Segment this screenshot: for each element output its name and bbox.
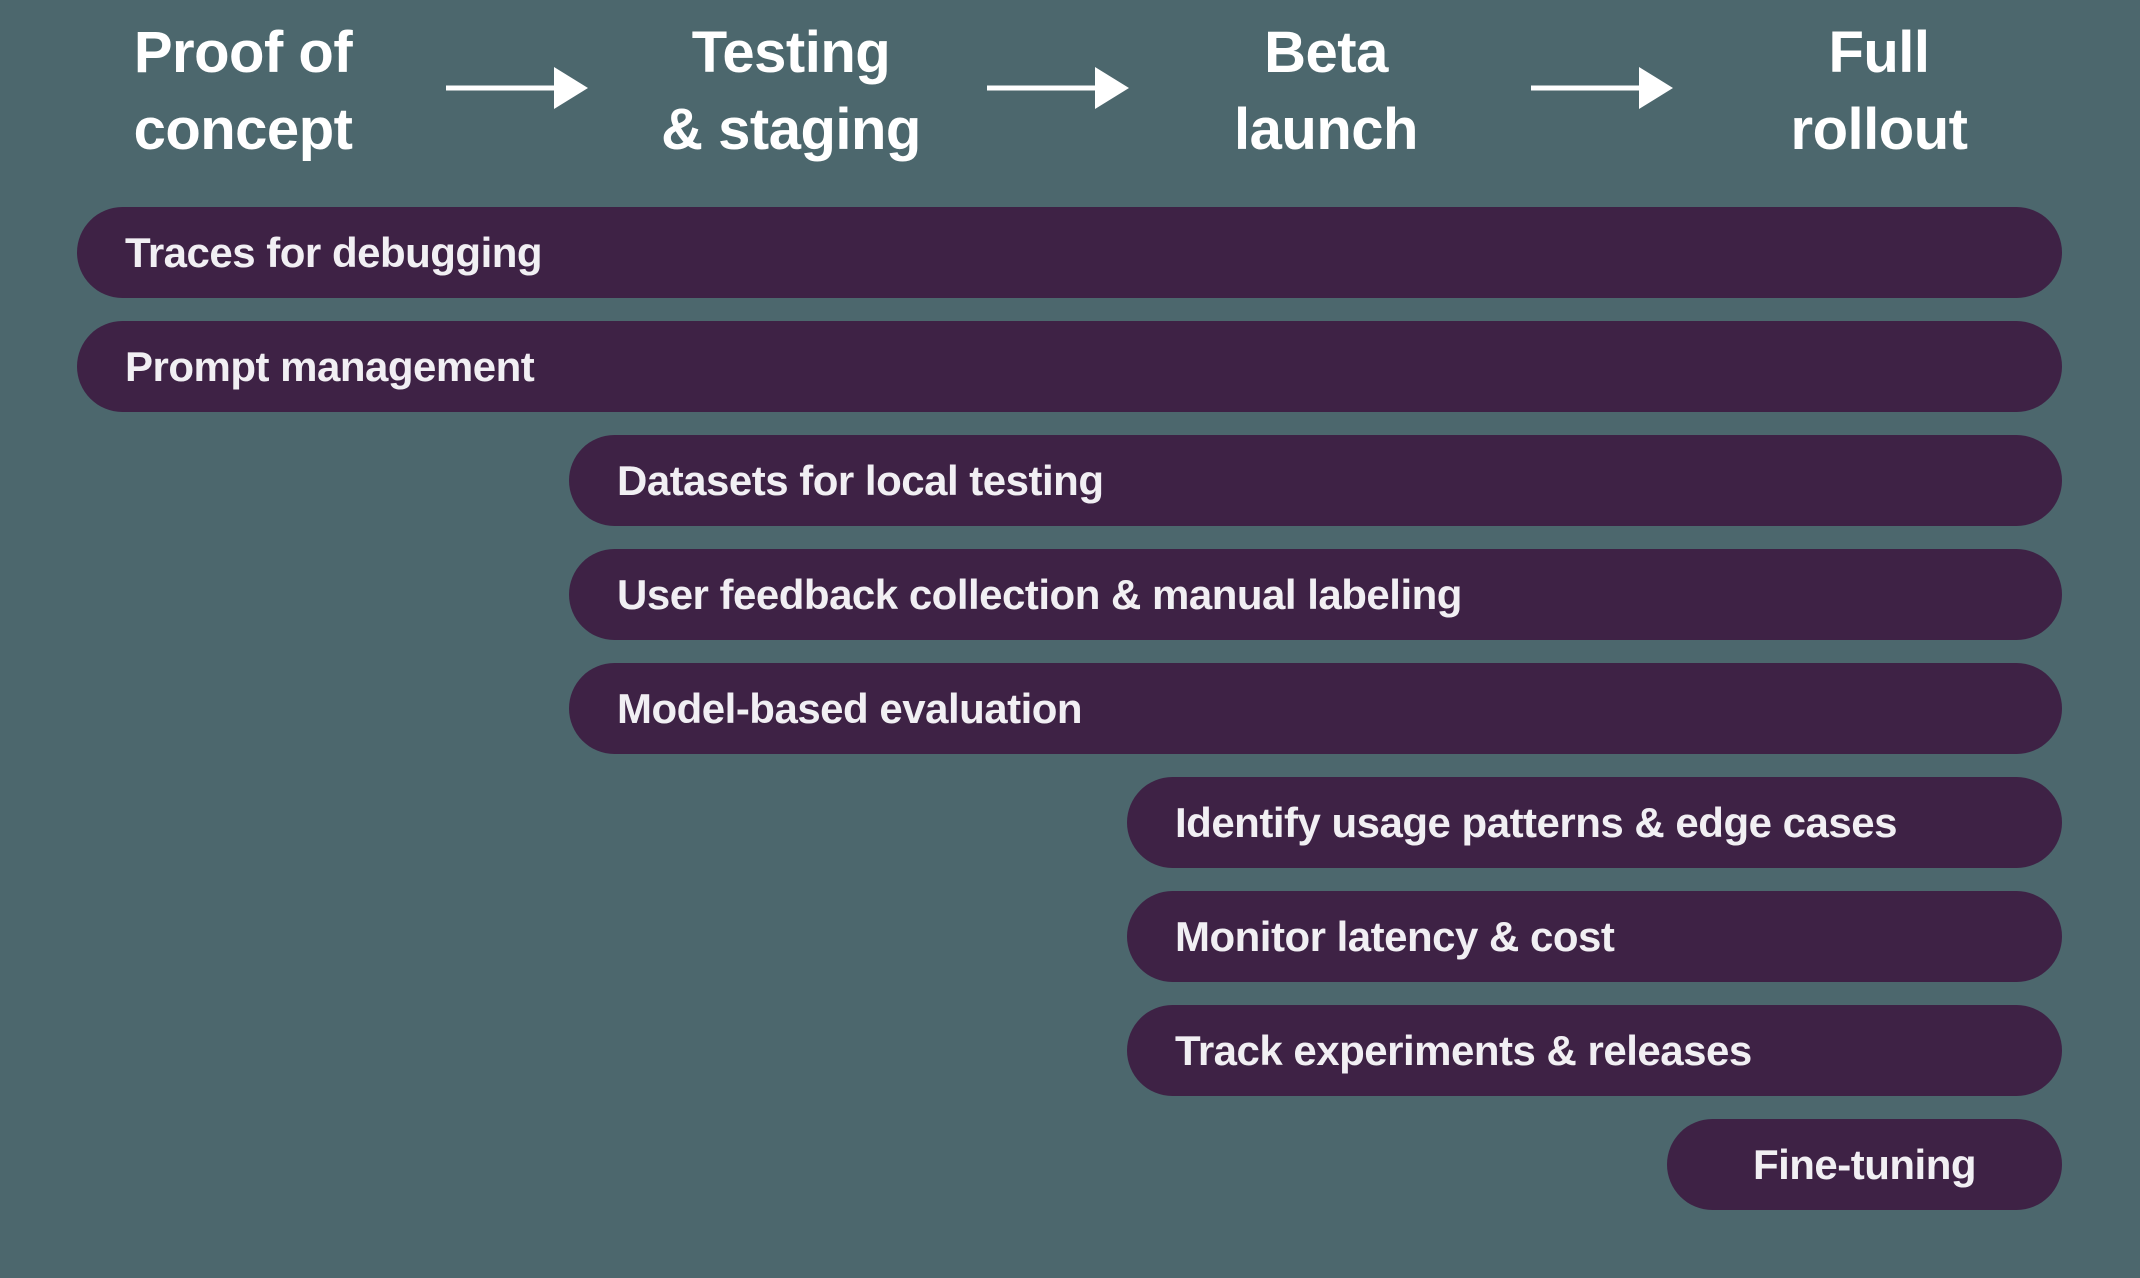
bar-label: Model-based evaluation (617, 684, 1083, 732)
bar-traces-for-debugging: Traces for debugging (77, 207, 2062, 298)
bar-label: Datasets for local testing (617, 456, 1104, 504)
bar-label: Identify usage patterns & edge cases (1175, 798, 1897, 846)
arrow-right-icon (1531, 67, 1673, 109)
bar-identify-usage-patterns: Identify usage patterns & edge cases (1127, 777, 2062, 868)
arrow-right-icon (987, 67, 1129, 109)
bar-fine-tuning: Fine-tuning (1667, 1119, 2062, 1210)
bar-track-experiments-releases: Track experiments & releases (1127, 1005, 2062, 1096)
bar-label: Monitor latency & cost (1175, 912, 1615, 960)
bar-label: Traces for debugging (125, 228, 543, 276)
stage-label-testing-staging: Testing & staging (661, 20, 921, 162)
arrow-right-icon (446, 67, 588, 109)
bar-model-based-evaluation: Model-based evaluation (569, 663, 2062, 754)
stage-label-proof-of-concept: Proof of concept (133, 20, 353, 162)
bar-label: Fine-tuning (1752, 1140, 1977, 1188)
bar-label: User feedback collection & manual labeli… (617, 570, 1462, 618)
stage-label-full-rollout: Full rollout (1790, 20, 1968, 162)
bar-user-feedback-collection: User feedback collection & manual labeli… (569, 549, 2062, 640)
bar-monitor-latency-cost: Monitor latency & cost (1127, 891, 2062, 982)
bar-label: Track experiments & releases (1175, 1026, 1752, 1074)
bar-label: Prompt management (125, 342, 535, 390)
stage-label-beta-launch: Beta launch (1234, 20, 1418, 162)
bar-datasets-for-local-testing: Datasets for local testing (569, 435, 2062, 526)
bar-prompt-management: Prompt management (77, 321, 2062, 412)
